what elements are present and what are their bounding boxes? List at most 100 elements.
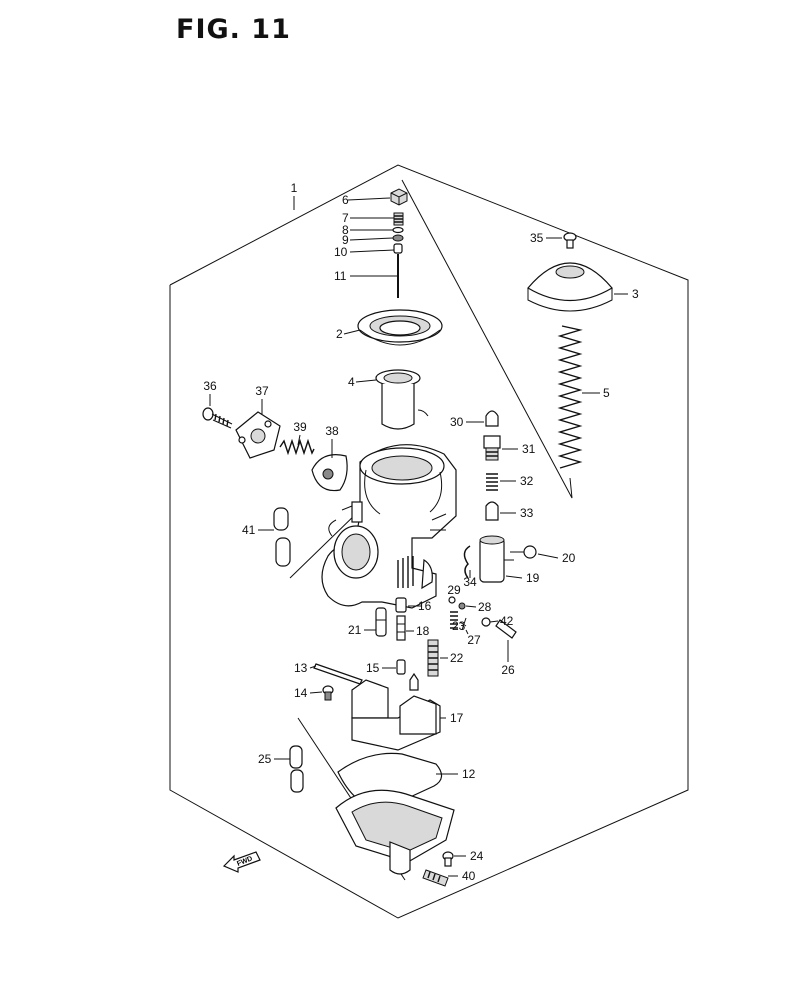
callout-12: 12	[436, 767, 476, 781]
callout-23: 23	[452, 619, 467, 633]
callout-37: 37	[255, 384, 269, 414]
part-35-screw	[563, 232, 577, 249]
callout-2: 2	[336, 327, 361, 341]
part-number-label: 9	[342, 233, 349, 247]
callout-19: 19	[505, 571, 540, 585]
callout-16: 16	[408, 599, 432, 613]
part-19-housing	[479, 535, 514, 583]
part-number-label: 38	[325, 424, 339, 438]
part-number-label: 27	[467, 633, 481, 647]
part-number-label: 2	[336, 327, 343, 341]
part-15-main-jet	[396, 659, 406, 675]
part-number-label: 10	[334, 245, 348, 259]
part-number-label: 21	[348, 623, 362, 637]
part-40-screw	[422, 869, 449, 887]
part-number-label: 16	[418, 599, 432, 613]
part-number-label: 8	[342, 223, 349, 237]
part-number-label: 18	[416, 624, 430, 638]
part-20-screw	[510, 545, 537, 559]
part-36-screw	[202, 407, 233, 429]
callout-13: 13	[294, 661, 317, 675]
leader-line-2	[343, 329, 361, 335]
leader-line-13	[309, 665, 317, 669]
callout-35: 35	[530, 231, 562, 245]
part-6-retainer	[390, 188, 408, 206]
callout-34: 34	[463, 570, 477, 589]
leader-line-39	[297, 434, 301, 446]
part-29-o-ring	[448, 596, 456, 604]
assembly-boundary-right	[401, 179, 573, 499]
callout-27: 27	[465, 629, 481, 647]
part-number-label: 40	[462, 869, 476, 883]
part-32-spring	[486, 473, 498, 491]
callout-8: 8	[342, 223, 393, 237]
part-27-screw	[461, 617, 467, 631]
part-number-label: 34	[463, 575, 477, 589]
leader-line-19	[505, 575, 523, 579]
callout-38: 38	[325, 424, 339, 458]
part-18-needle-jet	[396, 615, 406, 641]
callout-4: 4	[348, 375, 377, 389]
callout-5: 5	[582, 386, 610, 400]
part-10-spacer	[393, 243, 403, 254]
callout-24: 24	[454, 849, 484, 863]
part-number-label: 6	[342, 193, 349, 207]
part-24-screw	[442, 851, 454, 867]
part-number-label: 28	[478, 600, 492, 614]
callout-11: 11	[334, 269, 397, 283]
callout-40: 40	[448, 869, 476, 883]
part-42-o-ring	[481, 617, 491, 627]
callout-36: 36	[203, 379, 217, 406]
part-number-label: 11	[334, 269, 347, 283]
part-number-label: 33	[520, 506, 534, 520]
assembly-boundary-left	[289, 509, 361, 579]
callout-32: 32	[500, 474, 534, 488]
part-number-label: 20	[562, 551, 576, 565]
leader-line-23	[459, 621, 467, 627]
part-number-label: 24	[470, 849, 484, 863]
part-number-label: 7	[342, 211, 349, 225]
carburetor-body	[321, 444, 457, 609]
part-39-spring	[279, 438, 315, 456]
callout-41: 41	[242, 523, 274, 537]
part-31-plunger-nut	[483, 435, 501, 461]
part-2-diaphragm	[357, 309, 443, 346]
float-bowl	[335, 789, 455, 875]
part-number-label: 17	[450, 711, 464, 725]
callout-26: 26	[501, 640, 515, 677]
assembly-outline	[169, 164, 689, 919]
part-number-label: 12	[462, 767, 476, 781]
callout-15: 15	[366, 661, 396, 675]
leader-line-6	[347, 197, 391, 201]
leader-line-10	[349, 249, 395, 253]
part-number-label: 29	[447, 583, 461, 597]
part-13-pin	[313, 663, 363, 685]
part-14-screw	[322, 685, 334, 701]
callout-18: 18	[406, 624, 430, 638]
part-number-label: 23	[452, 619, 466, 633]
leader-line-14	[309, 691, 323, 694]
part-number-label: 41	[242, 523, 256, 537]
part-4-piston-valve	[375, 369, 429, 430]
part-30-cap	[485, 410, 499, 427]
part-number-label: 19	[526, 571, 540, 585]
part-number-label: 15	[366, 661, 380, 675]
part-number-label: 22	[450, 651, 464, 665]
part-number-label: 32	[520, 474, 534, 488]
part-17-float	[351, 679, 441, 751]
callout-29: 29	[447, 583, 461, 597]
callout-30: 30	[450, 415, 484, 429]
leader-line-42	[489, 620, 499, 623]
part-number-label: 39	[293, 420, 307, 434]
leader-line-9	[349, 237, 394, 241]
callout-3: 3	[614, 287, 639, 301]
callout-1: 1	[291, 181, 298, 210]
leader-line-28	[465, 605, 477, 608]
part-41-tube	[273, 507, 291, 567]
part-number-label: 5	[603, 386, 610, 400]
callout-28: 28	[465, 600, 492, 614]
callout-21: 21	[348, 623, 376, 637]
part-5-spring	[557, 325, 583, 469]
callout-33: 33	[500, 506, 534, 520]
